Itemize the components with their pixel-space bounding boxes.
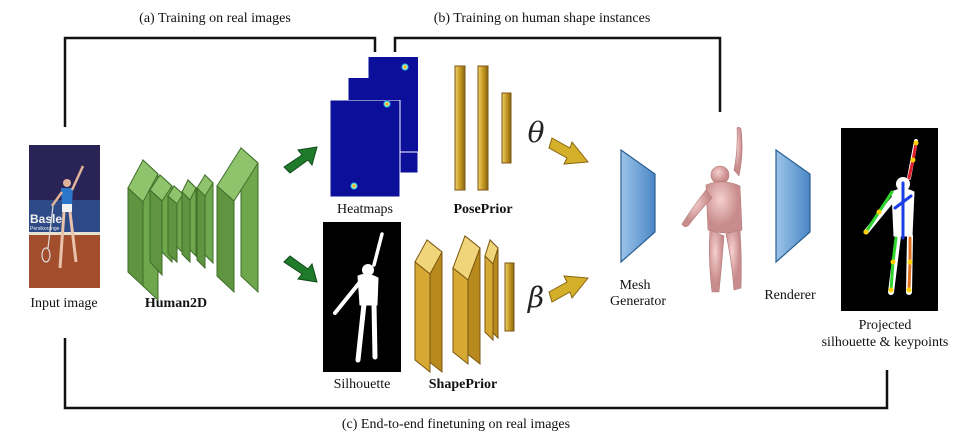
label-mesh-generator-1: Mesh: [619, 278, 650, 293]
label-renderer: Renderer: [764, 288, 816, 303]
silhouette-image: [323, 222, 401, 372]
label-input-image: Input image: [30, 296, 97, 311]
heatmap-spot-1: [401, 63, 409, 71]
renderer-network: [775, 148, 811, 264]
label-human2d: Human2D: [145, 296, 207, 311]
shape-prior-network: [414, 234, 515, 374]
caption-a: (a) Training on real images: [139, 11, 291, 26]
projected-output-image: [841, 128, 938, 311]
mesh-generator-network: [620, 148, 656, 264]
human2d-network: [127, 146, 259, 302]
label-silhouette: Silhouette: [334, 377, 391, 392]
label-shape-prior: ShapePrior: [429, 377, 497, 392]
label-pose-prior: PosePrior: [453, 202, 512, 217]
caption-b: (b) Training on human shape instances: [434, 11, 651, 26]
arrow-to-heatmaps: [283, 146, 318, 174]
input-image-photo: Basle Persikorange: [29, 145, 100, 288]
arrow-beta-to-generator: [548, 275, 589, 303]
pose-prior-network: [454, 65, 512, 191]
arrow-to-silhouette: [283, 255, 318, 283]
photo-banner-text: Basle: [30, 212, 62, 226]
symbol-beta: β: [527, 281, 544, 314]
heatmap-spot-2: [383, 100, 391, 108]
label-projected-2: silhouette & keypoints: [822, 335, 949, 350]
photo-banner-subtext: Persikorange: [30, 226, 60, 232]
bracket-training-shape: [393, 36, 722, 112]
bracket-training-real: [63, 36, 377, 127]
symbol-theta: θ: [528, 116, 545, 149]
label-heatmaps: Heatmaps: [337, 202, 393, 217]
label-mesh-generator-2: Generator: [610, 294, 666, 309]
arrow-theta-to-generator: [548, 137, 589, 165]
bracket-finetuning: [63, 338, 889, 410]
caption-c: (c) End-to-end finetuning on real images: [342, 417, 570, 432]
body-mesh: [681, 126, 743, 293]
heatmaps-stack: [329, 56, 419, 198]
heatmap-spot-3: [350, 182, 358, 190]
label-projected-1: Projected: [859, 318, 912, 333]
